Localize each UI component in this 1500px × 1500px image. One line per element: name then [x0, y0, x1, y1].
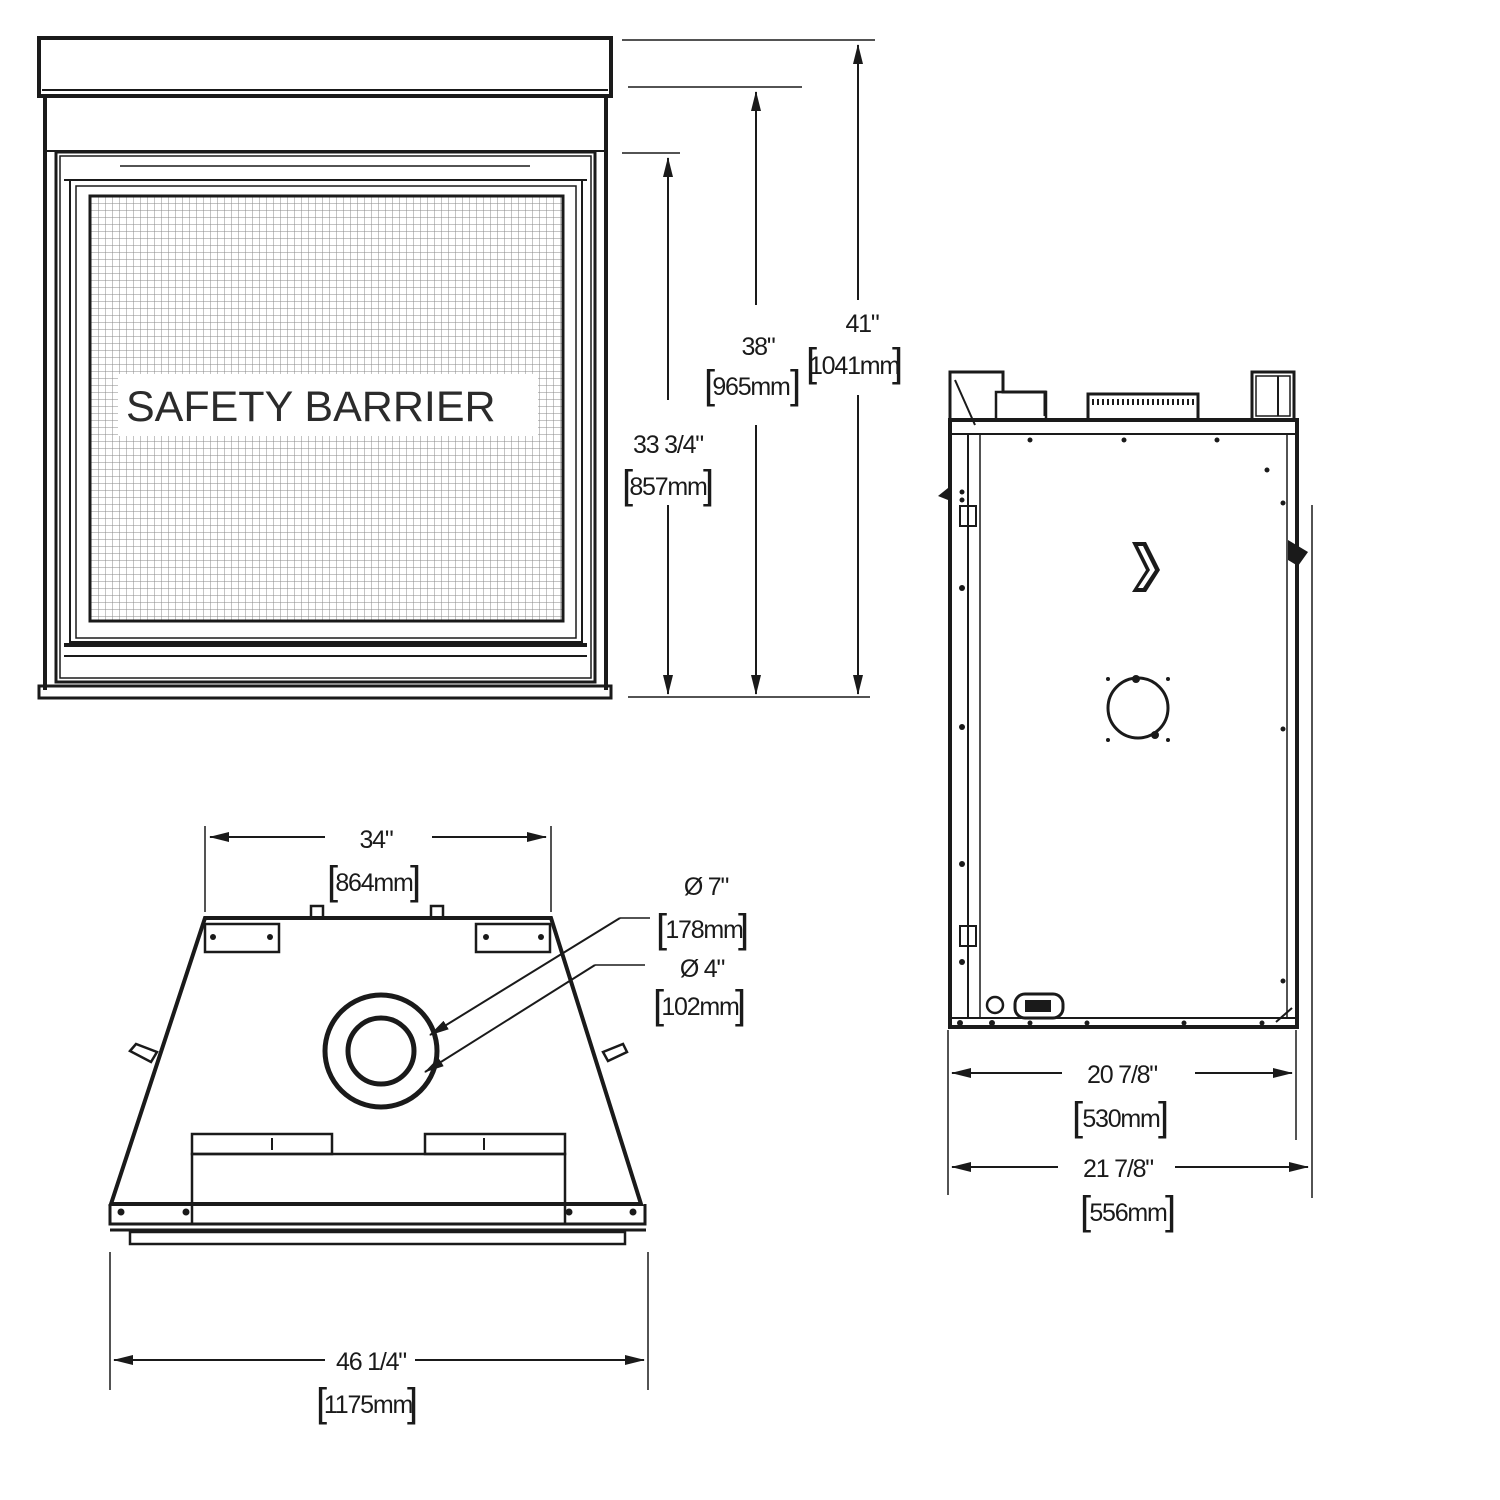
dim-dia4-metric: 102mm: [661, 993, 739, 1021]
vent-hole-icon: [1106, 676, 1170, 740]
bracket-right: ]: [892, 341, 903, 385]
inner-vent-circle-icon: [345, 1015, 417, 1087]
dim-864-metric: 864mm: [335, 869, 413, 897]
dim-1041-imperial: 41": [845, 310, 878, 338]
bracket-right: ]: [703, 463, 714, 507]
front-height-dimensions: 33 3/4" [ 857mm ] 38" [ 965mm ] 41" [ 10…: [622, 39, 903, 698]
side-body: [948, 418, 1299, 1029]
bracket-left: [: [316, 1381, 327, 1425]
dim-857-metric: 857mm: [629, 473, 707, 501]
outer-vent-circle-icon: [322, 992, 440, 1110]
front-view: SAFETY BARRIER: [37, 36, 613, 700]
bracket-left: [: [622, 463, 633, 507]
safety-barrier-label: SAFETY BARRIER: [126, 383, 496, 431]
opening-frame: [54, 150, 597, 684]
dim-556-imperial: 21 7/8": [1083, 1155, 1153, 1183]
barrier-label-bg: [118, 374, 538, 436]
bracket-right: ]: [735, 983, 746, 1027]
dim-dia7-metric: 178mm: [665, 916, 743, 944]
hinge-icon: [959, 925, 977, 947]
dim-dia7-imperial: Ø 7": [684, 873, 729, 901]
gas-inlet-icon: [985, 995, 1005, 1015]
top-view-body: [108, 916, 644, 1206]
bracket-left: [: [1080, 1189, 1091, 1233]
side-view: [938, 370, 1308, 1029]
vent-collar: [1086, 392, 1200, 422]
dim-965-metric: 965mm: [712, 373, 790, 401]
hinge-icon: [959, 505, 977, 527]
bracket-left: [: [327, 859, 338, 903]
bracket-right: ]: [1165, 1189, 1176, 1233]
top-view: [108, 904, 647, 1246]
dim-857-imperial: 33 3/4": [633, 431, 703, 459]
base-plate: [37, 684, 613, 700]
dim-965-imperial: 38": [741, 333, 774, 361]
bracket-right: ]: [738, 907, 749, 951]
bracket-right: ]: [407, 1381, 418, 1425]
bracket-left: [: [653, 983, 664, 1027]
dim-1175-imperial: 46 1/4": [336, 1348, 406, 1376]
dim-1041-metric: 1041mm: [809, 352, 899, 380]
bracket-right: ]: [790, 363, 801, 407]
chevron-logo-icon: [1132, 542, 1160, 592]
dim-864-imperial: 34": [359, 826, 392, 854]
bracket-right: ]: [1158, 1095, 1169, 1139]
bracket-left: [: [806, 341, 817, 385]
side-depth-dimensions: 20 7/8" [ 530mm ] 21 7/8" [ 556mm ]: [947, 505, 1313, 1233]
dim-530-imperial: 20 7/8": [1087, 1061, 1157, 1089]
dim-dia4-imperial: Ø 4": [680, 955, 725, 983]
dim-530-metric: 530mm: [1082, 1105, 1160, 1133]
dim-1175-metric: 1175mm: [324, 1391, 413, 1419]
gas-valve-icon: [1013, 992, 1065, 1020]
dim-556-metric: 556mm: [1089, 1199, 1167, 1227]
top-view-dimensions: 34" [ 864mm ] 46 1/4" [ 1175mm ] Ø 7" [ …: [109, 826, 749, 1425]
bracket-right: ]: [410, 859, 421, 903]
bracket-left: [: [656, 907, 667, 951]
bracket-left: [: [1072, 1095, 1083, 1139]
bracket-left: [: [704, 363, 715, 407]
top-trim: [37, 36, 613, 98]
barrier-frame: [69, 179, 583, 643]
